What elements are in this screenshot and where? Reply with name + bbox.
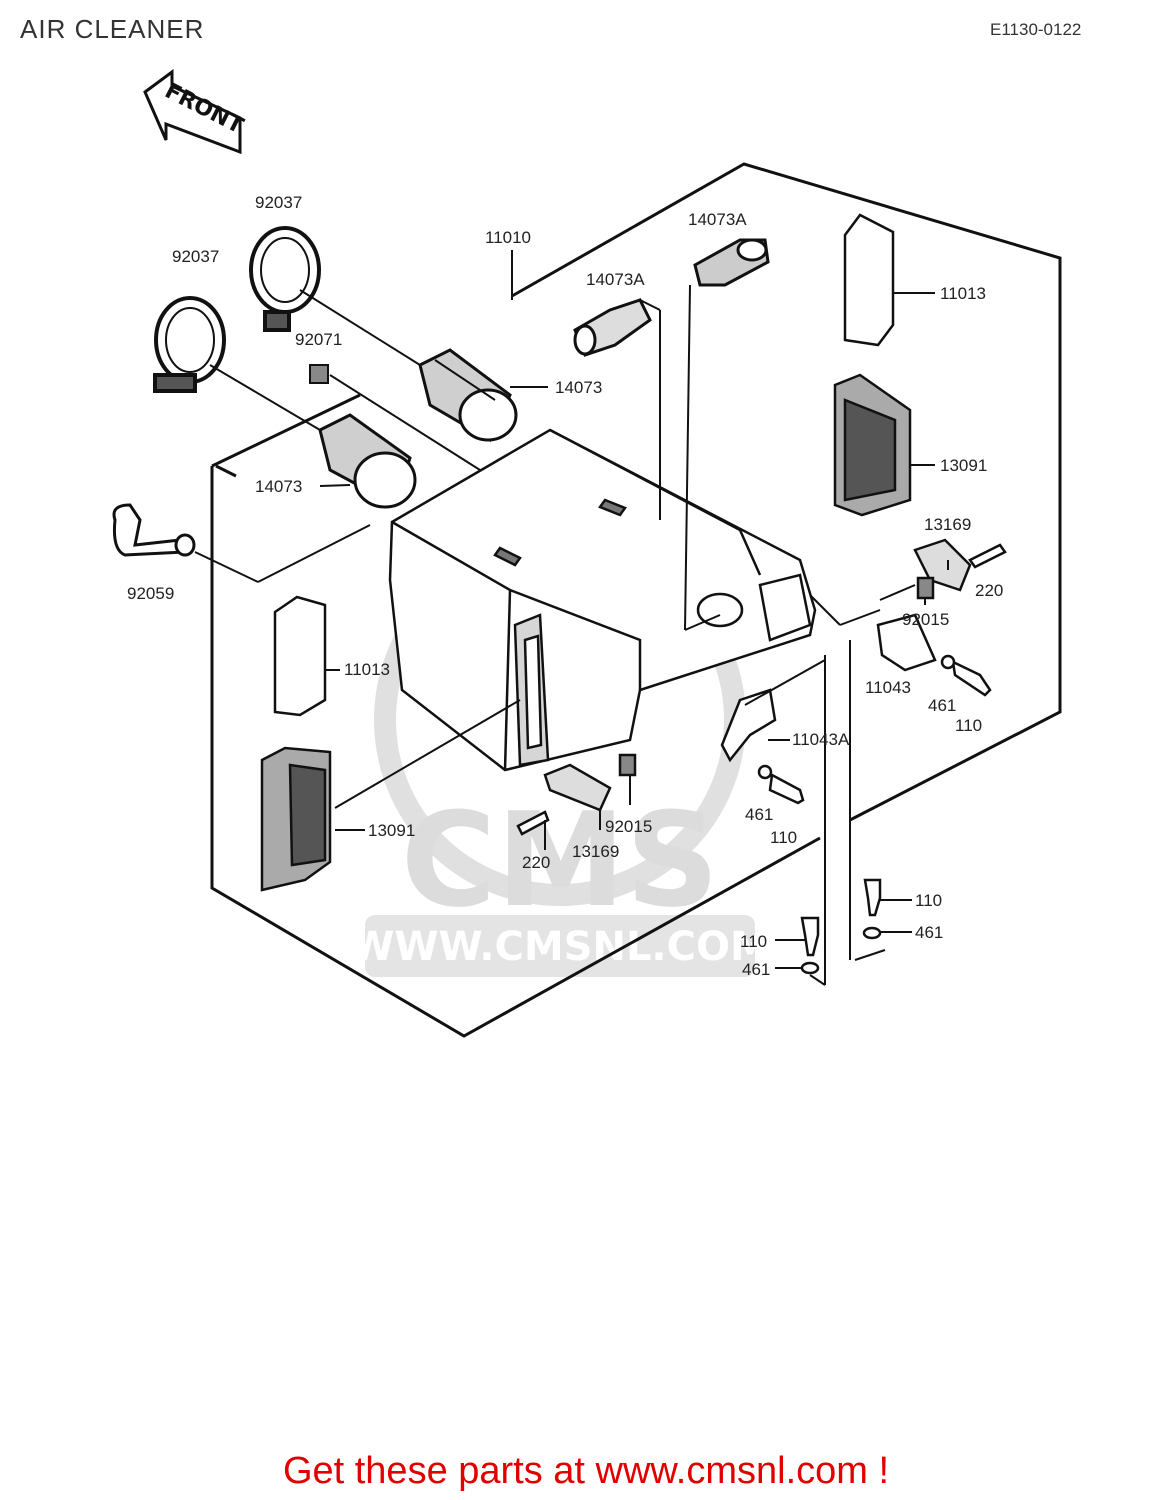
cover-11013-left <box>273 595 327 717</box>
part-label-92059: 92059 <box>127 584 174 603</box>
element-13091-right <box>833 373 912 517</box>
part-label-92015: 92015 <box>605 817 652 836</box>
bracket-11043 <box>876 613 937 672</box>
part-label-92037: 92037 <box>255 193 302 212</box>
footer-suffix: ! <box>867 1450 890 1492</box>
part-label-13169: 13169 <box>572 842 619 861</box>
plate-13169-upper <box>913 538 972 600</box>
airbox-housing <box>388 428 817 772</box>
cover-11013-right <box>843 213 895 347</box>
part-label-13169: 13169 <box>924 515 971 534</box>
nut-92071 <box>309 364 329 384</box>
part-label-92015: 92015 <box>902 610 949 629</box>
part-label-11010: 11010 <box>485 228 531 247</box>
footer-prefix: Get these parts at <box>282 1450 596 1492</box>
part-label-11043a: 11043A <box>792 730 850 749</box>
watermark-brand: CMS <box>401 784 719 936</box>
hose-92059 <box>112 503 196 557</box>
leader-lines <box>194 250 949 986</box>
clamp-92037-upper <box>249 226 321 332</box>
part-label-92037: 92037 <box>172 247 219 266</box>
part-label-220: 220 <box>522 853 550 872</box>
part-label-13091: 13091 <box>368 821 415 840</box>
part-label-110: 110 <box>770 828 797 847</box>
bolt-fasteners <box>516 543 1007 975</box>
footer-website-link[interactable]: www.cmsnl.com <box>595 1450 868 1492</box>
front-arrow-icon: FRONT <box>143 69 247 155</box>
intake-boot-14073-upper <box>418 348 518 443</box>
part-label-110: 110 <box>740 932 767 951</box>
part-number-labels: 92037 92037 11010 14073A 14073A 11013 92… <box>127 193 1003 979</box>
part-label-110: 110 <box>955 716 982 735</box>
part-label-461: 461 <box>928 696 956 715</box>
part-label-14073: 14073 <box>255 477 302 496</box>
fitting-14073a-a <box>573 298 652 357</box>
plate-13169-lower <box>543 753 637 812</box>
part-label-461: 461 <box>915 923 943 942</box>
part-label-220: 220 <box>975 581 1003 600</box>
fitting-14073a-b <box>693 238 770 287</box>
watermark-url: WWW.CMSNL.COM <box>350 924 770 970</box>
part-label-110: 110 <box>915 891 942 910</box>
part-label-13091: 13091 <box>940 456 987 475</box>
part-label-461: 461 <box>742 960 770 979</box>
footer-cta: Get these parts at www.cmsnl.com ! <box>0 1450 1172 1493</box>
intake-boot-14073-lower <box>318 413 417 509</box>
part-label-92071: 92071 <box>295 330 342 349</box>
part-label-11013: 11013 <box>344 660 390 679</box>
clamp-92037-lower <box>153 296 226 393</box>
part-label-14073a: 14073A <box>586 270 645 289</box>
part-label-14073a: 14073A <box>688 210 747 229</box>
part-label-11043: 11043 <box>865 678 911 697</box>
exploded-parts-diagram: CMS WWW.CMSNL.COM FRONT <box>112 69 1062 1038</box>
part-label-461: 461 <box>745 805 773 824</box>
part-label-11013: 11013 <box>940 284 986 303</box>
diagram-code: E1130-0122 <box>990 20 1082 39</box>
part-label-14073: 14073 <box>555 378 602 397</box>
assembly-frame <box>210 162 1062 1038</box>
page-title: AIR CLEANER <box>20 14 205 44</box>
element-13091-left <box>260 746 332 892</box>
